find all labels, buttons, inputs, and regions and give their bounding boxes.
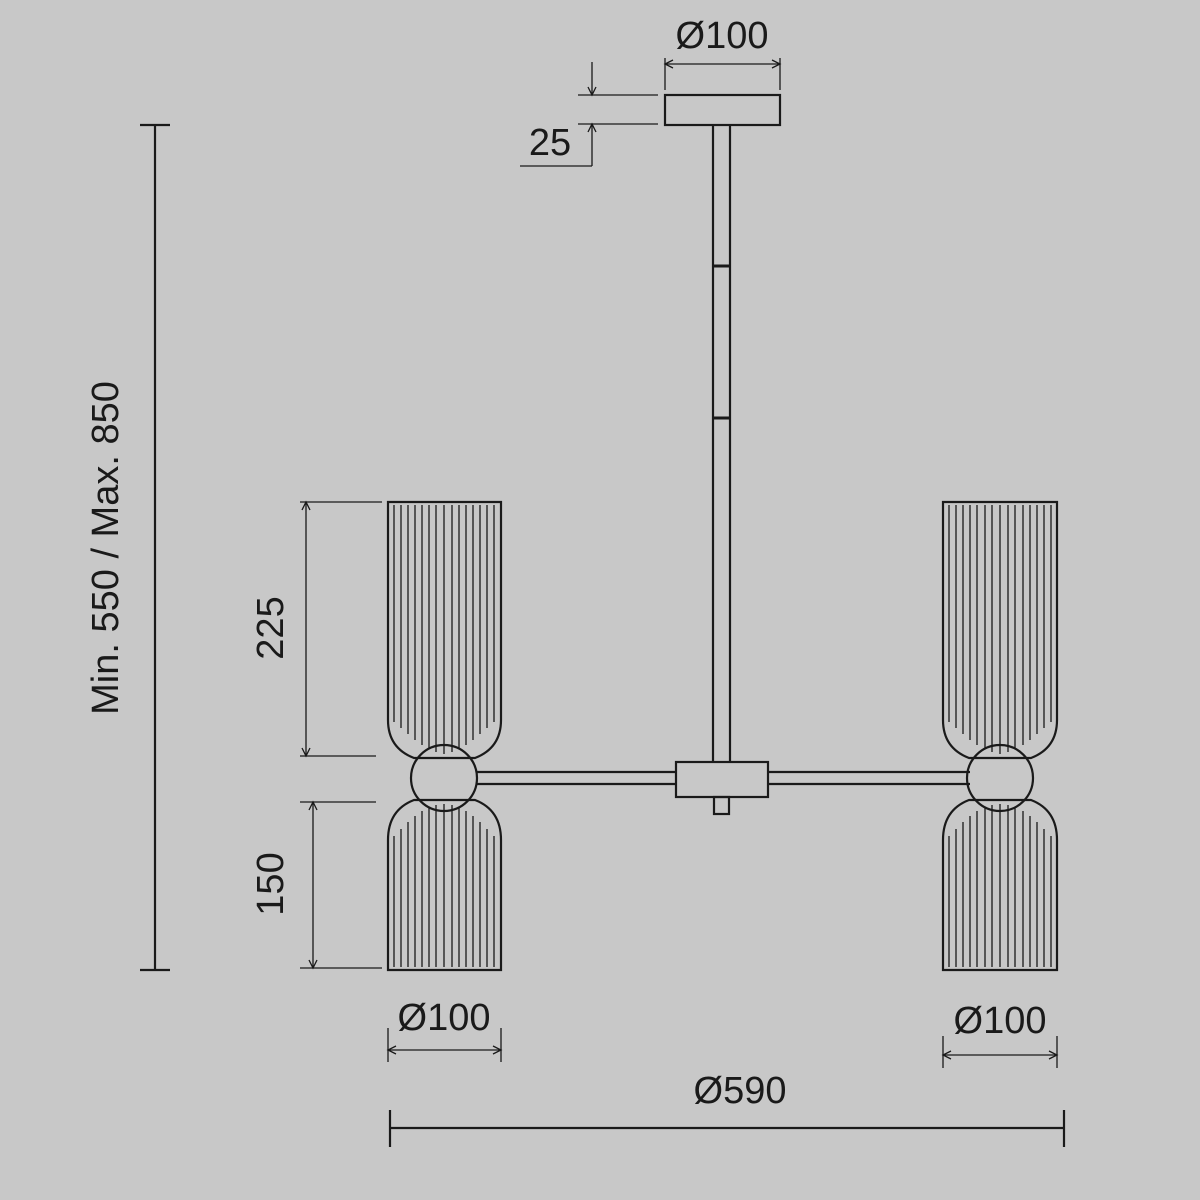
overall-height-label: Min. 550 / Max. 850 (85, 381, 127, 715)
right-shade-diameter-label: Ø100 (954, 1000, 1047, 1042)
canopy-height-dimension (520, 62, 658, 167)
canopy-diameter-label: Ø100 (676, 15, 769, 57)
overall-height-dimension (140, 123, 170, 972)
canopy-diameter-dimension (663, 58, 782, 90)
central-hub (674, 760, 770, 799)
lower-shade-height-dimension (300, 800, 382, 970)
overall-width-label: Ø590 (694, 1070, 787, 1112)
left-upper-shade (386, 500, 503, 760)
right-lower-shade-flutes (948, 804, 1052, 967)
ceiling-canopy (663, 93, 782, 127)
right-upper-shade-flutes (948, 505, 1052, 754)
canopy-height-label: 25 (529, 122, 571, 164)
overall-width-dimension (388, 1110, 1066, 1147)
left-upper-shade-flutes (393, 505, 495, 754)
horizontal-arm (476, 770, 970, 786)
suspension-rod (711, 125, 732, 762)
left-lower-shade (386, 798, 503, 972)
right-lower-shade (941, 798, 1059, 972)
right-shade-diameter-dimension (941, 1036, 1059, 1068)
right-upper-shade (941, 500, 1059, 760)
left-shade-diameter-label: Ø100 (398, 997, 491, 1039)
hub-finial (712, 795, 731, 816)
lower-shade-height-label: 150 (250, 852, 292, 915)
left-shade-diameter-dimension (386, 1028, 503, 1062)
upper-shade-height-label: 225 (250, 596, 292, 659)
upper-shade-height-dimension (300, 500, 382, 758)
left-lower-shade-flutes (393, 804, 495, 967)
